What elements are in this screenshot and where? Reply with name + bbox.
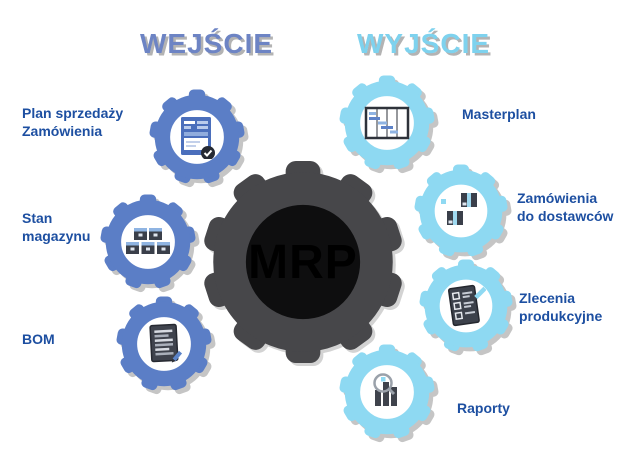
input-section-header: WEJŚCIE [140, 28, 274, 59]
warehouse-boxes-icon [100, 194, 196, 290]
label-sales-plan-orders: Plan sprzedaży Zamówienia [22, 105, 124, 139]
output-section-header: WYJŚCIE [357, 28, 491, 59]
label-supplier-orders: Zamówienia do dostawców [517, 190, 614, 224]
gear-reports [339, 344, 435, 440]
gear-supplier-orders [414, 164, 508, 258]
label-stock-level: Stan magazynu [22, 210, 91, 244]
bar-chart-magnifier-icon [339, 344, 435, 440]
supplier-boxes-icon [414, 164, 508, 258]
mrp-center-label: MRP [248, 235, 358, 289]
gear-mrp-center: MRP [201, 160, 405, 364]
label-bom: BOM [22, 331, 55, 347]
gear-bom [116, 296, 212, 392]
gear-sales-plan [149, 89, 245, 185]
gantt-schedule-icon [339, 75, 435, 171]
label-production-orders: Zlecenia produkcyjne [519, 290, 603, 324]
label-masterplan: Masterplan [462, 106, 536, 122]
gear-stock [100, 194, 196, 290]
order-form-check-icon [149, 89, 245, 185]
gear-masterplan [339, 75, 435, 171]
gear-production-orders [419, 259, 513, 353]
label-reports: Raporty [457, 400, 510, 416]
checklist-pencil-icon [419, 259, 513, 353]
document-list-icon [116, 296, 212, 392]
